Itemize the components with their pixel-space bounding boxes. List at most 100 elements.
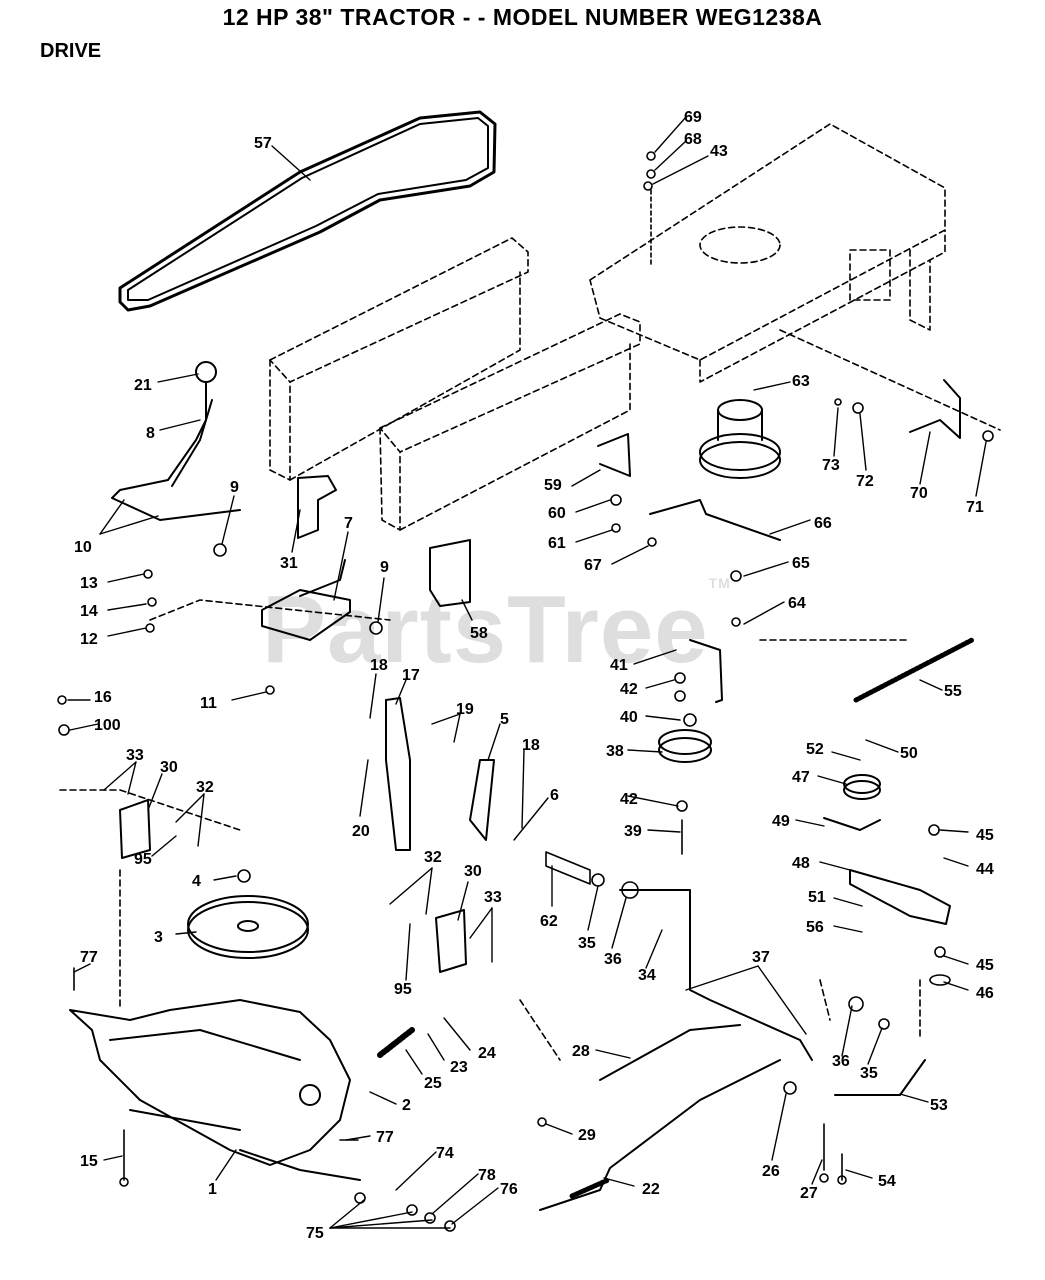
callout-10: 10	[74, 539, 92, 556]
callout-1: 1	[208, 1181, 217, 1198]
callout-62: 62	[540, 913, 558, 930]
callout-18-left: 18	[370, 657, 388, 674]
callout-32-left: 32	[196, 779, 214, 796]
rod-28	[599, 1024, 741, 1081]
callout-76: 76	[500, 1181, 518, 1198]
callout-74: 74	[436, 1145, 454, 1162]
callout-20: 20	[352, 823, 370, 840]
callout-15: 15	[80, 1153, 98, 1170]
callout-52: 52	[806, 741, 824, 758]
transmission-pulley-3	[187, 895, 309, 959]
bracket-17	[385, 697, 411, 851]
callout-68: 68	[684, 131, 702, 148]
wire-70	[909, 379, 961, 439]
callout-44: 44	[976, 861, 994, 878]
callout-57: 57	[254, 135, 272, 152]
callout-34: 34	[638, 967, 656, 984]
idler-pulley-38	[658, 729, 712, 763]
callout-71: 71	[966, 499, 984, 516]
callout-13: 13	[80, 575, 98, 592]
callout-33-right: 33	[484, 889, 502, 906]
callout-43: 43	[710, 143, 728, 160]
spring-22	[569, 1177, 611, 1199]
callout-65: 65	[792, 555, 810, 572]
callout-33-left: 33	[126, 747, 144, 764]
callout-70: 70	[910, 485, 928, 502]
wire-66	[649, 499, 781, 541]
callout-53: 53	[930, 1097, 948, 1114]
fasteners	[57, 151, 994, 1232]
callout-38: 38	[606, 743, 624, 760]
callout-6: 6	[550, 787, 559, 804]
section-label: DRIVE	[40, 40, 102, 62]
callout-54: 54	[878, 1173, 896, 1190]
bracket-30b	[435, 909, 467, 973]
callout-30-right: 30	[464, 863, 482, 880]
callout-41: 41	[610, 657, 628, 674]
callout-3: 3	[154, 929, 163, 946]
drive-belt	[118, 110, 497, 312]
callout-75: 75	[306, 1225, 324, 1242]
callout-46: 46	[976, 985, 994, 1002]
callout-24: 24	[478, 1045, 496, 1062]
callout-47: 47	[792, 769, 810, 786]
callout-73: 73	[822, 457, 840, 474]
callout-60: 60	[548, 505, 566, 522]
callout-69: 69	[684, 109, 702, 126]
idler-pulley-47	[843, 774, 881, 800]
callout-25: 25	[424, 1075, 442, 1092]
callout-26: 26	[762, 1163, 780, 1180]
callout-32-right: 32	[424, 849, 442, 866]
callout-35-top: 35	[578, 935, 596, 952]
callout-11: 11	[200, 695, 217, 712]
callout-72: 72	[856, 473, 874, 490]
callout-61: 61	[548, 535, 566, 552]
callout-14: 14	[80, 603, 98, 620]
callout-4: 4	[192, 873, 201, 890]
plate-49	[823, 817, 881, 831]
callout-2: 2	[402, 1097, 411, 1114]
callout-29: 29	[578, 1127, 596, 1144]
callout-66: 66	[814, 515, 832, 532]
bracket-5	[469, 759, 495, 841]
callout-16: 16	[94, 689, 112, 706]
callout-18-right: 18	[522, 737, 540, 754]
callout-42-bottom: 42	[620, 791, 638, 808]
callout-19: 19	[456, 701, 474, 718]
callout-77-top: 77	[80, 949, 98, 966]
transaxle	[69, 999, 361, 1181]
callout-67: 67	[584, 557, 602, 574]
callout-95-left: 95	[134, 851, 152, 868]
callout-35-bottom: 35	[860, 1065, 878, 1082]
callout-27: 27	[800, 1185, 818, 1202]
spring-55	[853, 637, 975, 703]
callout-42-top: 42	[620, 681, 638, 698]
callout-63: 63	[792, 373, 810, 390]
spring-59	[597, 433, 631, 477]
leader-lines	[67, 116, 987, 1229]
bracket-30a	[119, 799, 151, 859]
callout-28: 28	[572, 1043, 590, 1060]
callout-9-mid: 9	[380, 559, 389, 576]
callout-7: 7	[344, 515, 353, 532]
watermark: PartsTreeTM	[262, 575, 731, 683]
callout-8: 8	[146, 425, 155, 442]
callout-78: 78	[478, 1167, 496, 1184]
callout-59: 59	[544, 477, 562, 494]
page-title: 12 HP 38" TRACTOR - - MODEL NUMBER WEG12…	[222, 4, 823, 30]
callout-77-bottom: 77	[376, 1129, 394, 1146]
rod-34	[619, 889, 813, 1061]
callout-21: 21	[134, 377, 152, 394]
callout-9-top: 9	[230, 479, 239, 496]
callout-40: 40	[620, 709, 638, 726]
callout-17: 17	[402, 667, 420, 684]
spring-25	[377, 1027, 415, 1058]
callout-23: 23	[450, 1059, 468, 1076]
callout-48: 48	[792, 855, 810, 872]
callout-12: 12	[80, 631, 98, 648]
arm-48	[849, 869, 951, 925]
callout-labels: 57 69 68 43 21 8 63 73 72 70 71 9 10 31 …	[74, 109, 994, 1242]
tractor-frame	[59, 123, 1001, 1061]
callout-5: 5	[500, 711, 509, 728]
